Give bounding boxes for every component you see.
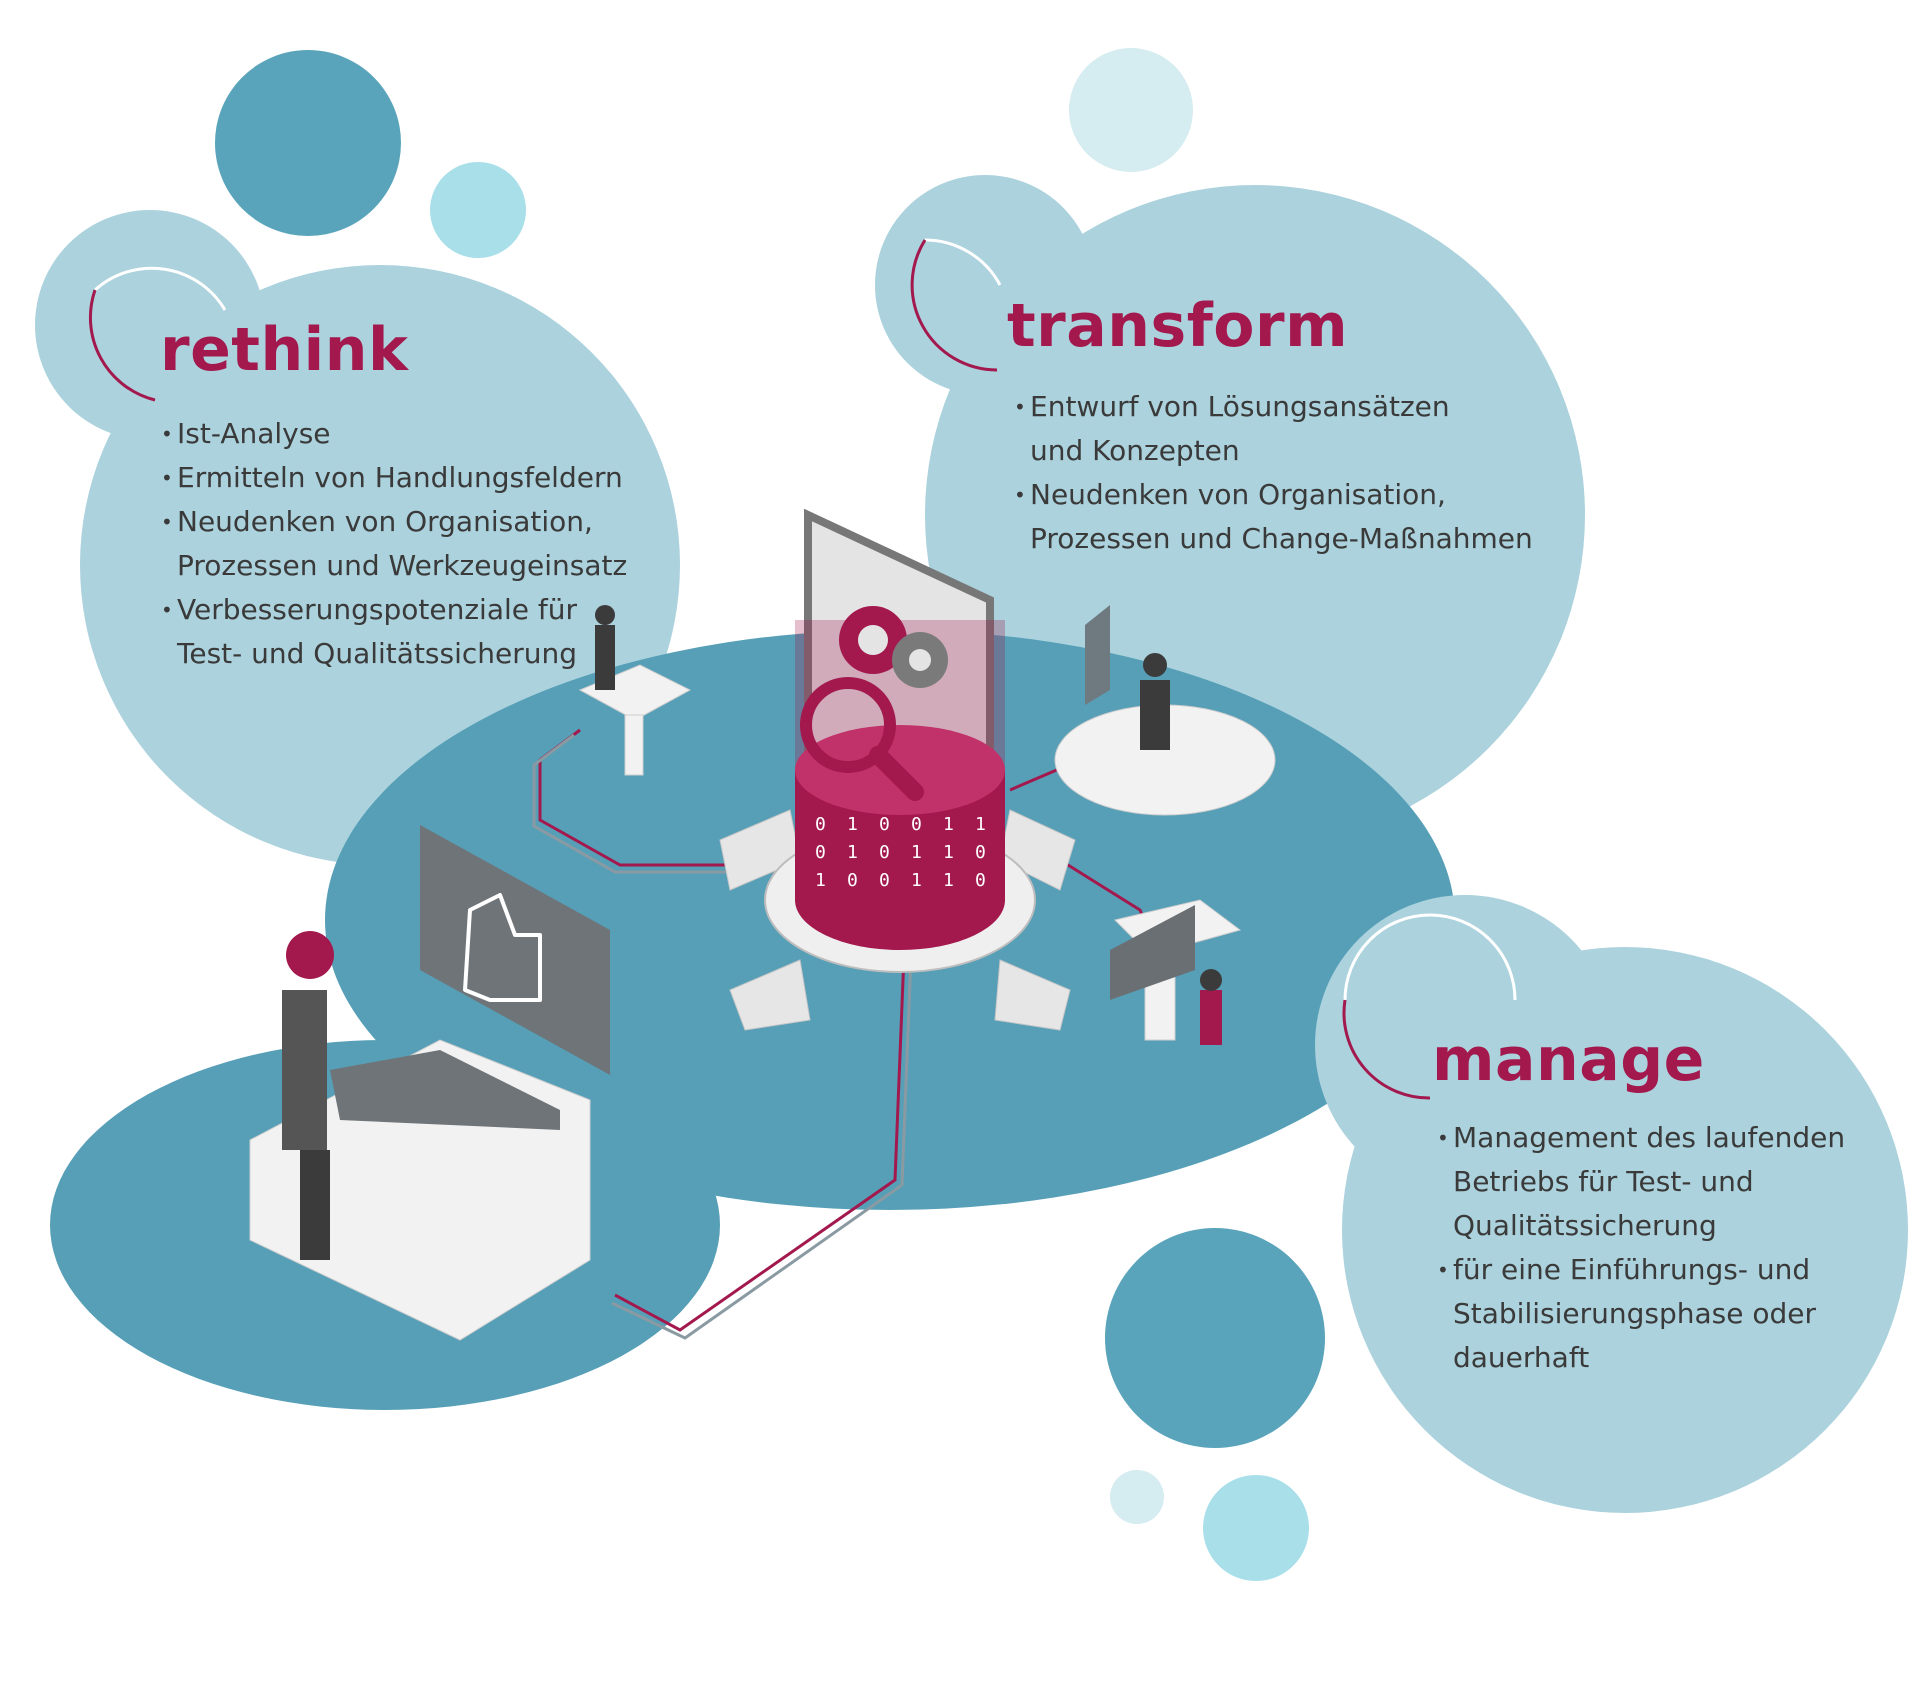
large-desk [249, 825, 610, 1341]
manage-title: manage [1432, 1025, 1705, 1095]
binary-digit: 1 [943, 814, 954, 835]
binary-digit: 1 [847, 842, 858, 863]
binary-digit: 0 [975, 842, 986, 863]
list-item: Neudenken von Organisation, Prozessen un… [161, 500, 661, 588]
transform-arc [924, 238, 1002, 286]
binary-digit: 1 [815, 870, 826, 891]
decor-bubble [430, 162, 526, 258]
list-item: Verbesserungspotenziale für Test- und Qu… [161, 588, 661, 676]
binary-digit: 0 [911, 814, 922, 835]
rethink-arc [88, 289, 156, 402]
gears-icon [839, 606, 948, 688]
rethink-title: rethink [160, 315, 409, 385]
list-item: Ist-Analyse [161, 412, 661, 456]
standing-person [282, 931, 334, 1260]
thumbs-up-screen [420, 825, 610, 1075]
list-item: Ermitteln von Handlungsfeldern [161, 456, 661, 500]
transform-list: Entwurf von Lösungsansätzen und Konzepte… [1014, 385, 1574, 561]
cable [532, 733, 800, 874]
binary-digit: 0 [975, 870, 986, 891]
transform-arc [910, 239, 998, 372]
cable [611, 929, 914, 1340]
binary-digit: 1 [943, 870, 954, 891]
list-item: Neudenken von Organisation, Prozessen un… [1014, 473, 1574, 561]
round-console [1054, 605, 1276, 816]
decor-bubble [1110, 1470, 1164, 1524]
magnifier-icon [800, 677, 924, 801]
decor-bubble [1069, 48, 1193, 172]
binary-digit: 1 [943, 842, 954, 863]
manage-arc [1343, 913, 1517, 1001]
binary-digit: 0 [879, 842, 890, 863]
list-item: Management des laufenden Betriebs für Te… [1437, 1116, 1857, 1248]
binary-digit: 0 [847, 870, 858, 891]
decor-bubble [215, 50, 401, 236]
thumbs-up-icon [463, 893, 542, 1002]
manage-list: Management des laufenden Betriebs für Te… [1437, 1116, 1857, 1380]
binary-digit: 1 [975, 814, 986, 835]
rethink-list: Ist-Analyse Ermitteln von Handlungsfelde… [161, 412, 661, 676]
binary-digit: 0 [815, 814, 826, 835]
binary-digit: 0 [815, 842, 826, 863]
decor-bubble [1203, 1475, 1309, 1581]
binary-digit: 1 [911, 842, 922, 863]
manage-arc [1342, 999, 1431, 1100]
decor-bubble [1105, 1228, 1325, 1448]
binary-digit: 1 [847, 814, 858, 835]
right-desk [1110, 899, 1242, 1045]
binary-digit: 0 [879, 814, 890, 835]
binary-digit: 1 [911, 870, 922, 891]
list-item: für eine Einführungs- und Stabilisierung… [1437, 1248, 1857, 1380]
list-item: Entwurf von Lösungsansätzen und Konzepte… [1014, 385, 1574, 473]
transform-title: transform [1007, 291, 1349, 361]
binary-digit: 0 [879, 870, 890, 891]
rethink-arc [93, 266, 227, 311]
cable [614, 929, 907, 1332]
